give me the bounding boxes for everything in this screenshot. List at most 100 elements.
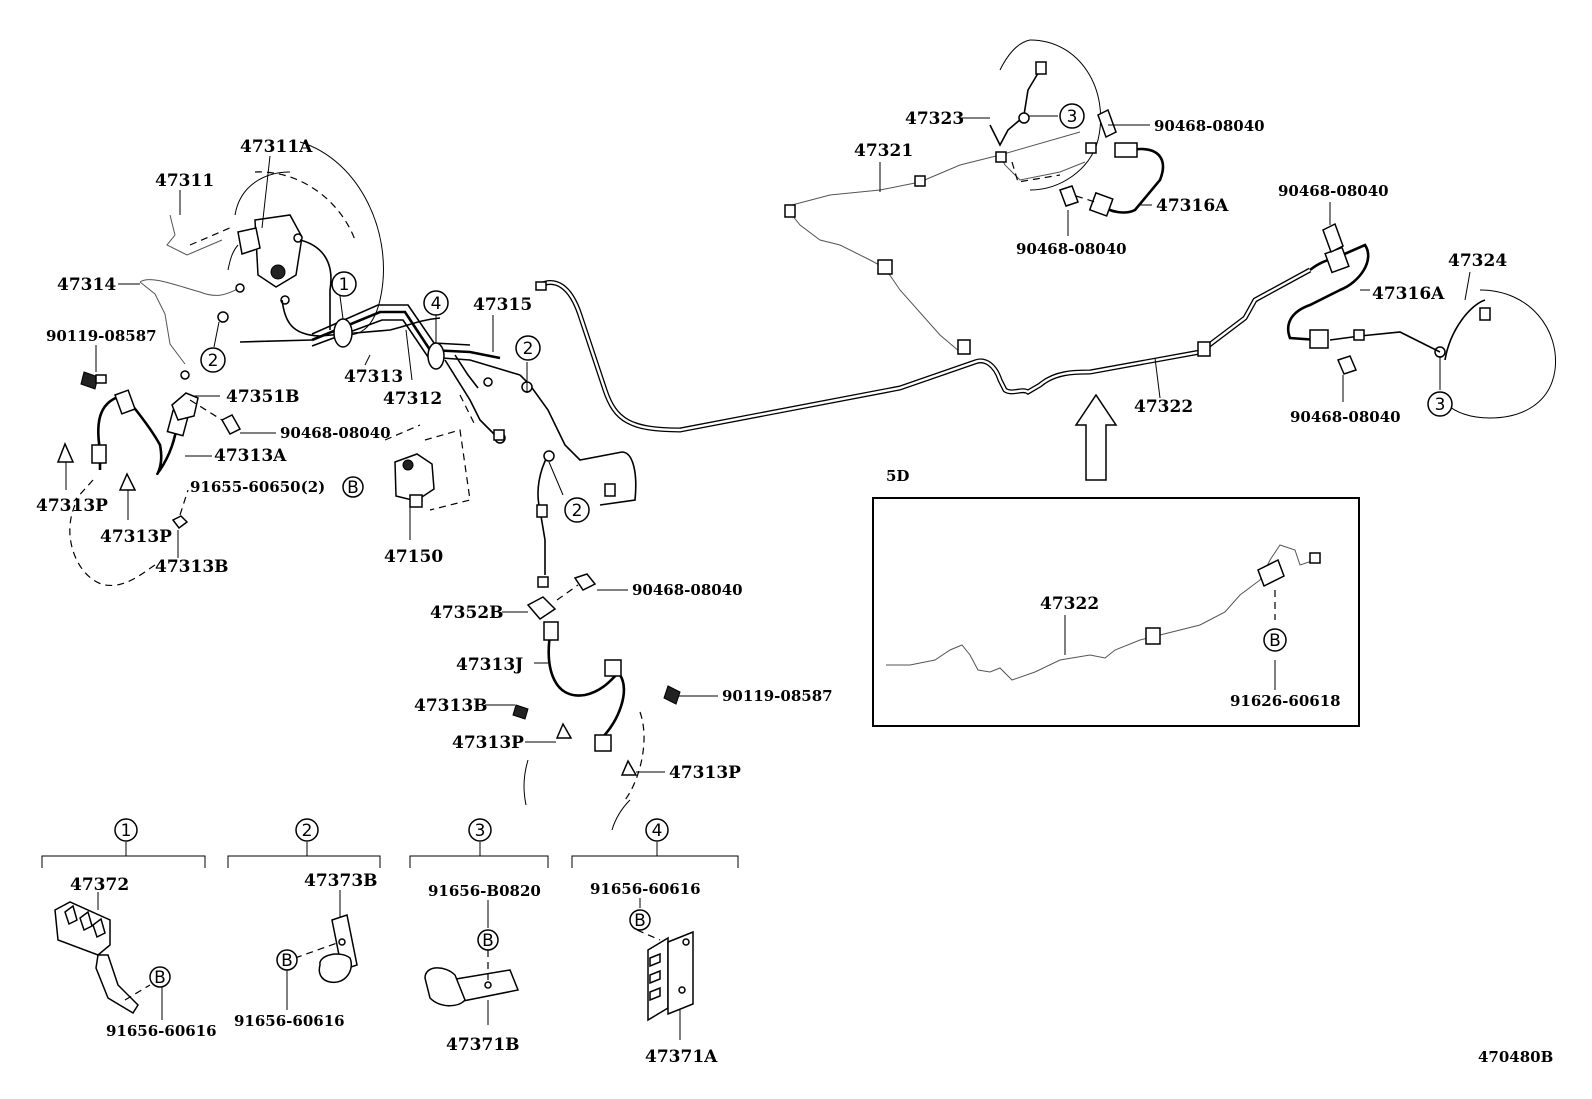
- bracket-47351b: [171, 392, 242, 530]
- label-47351b: 47351B: [226, 387, 300, 407]
- bundle-clamp-4: [427, 342, 445, 370]
- detail-4-label-91656: 91656-60616: [590, 880, 701, 898]
- svg-text:4: 4: [652, 821, 663, 841]
- line-47321: [784, 131, 1097, 355]
- pipe-fittings: [493, 281, 1211, 588]
- svg-text:1: 1: [121, 821, 132, 841]
- detail-b-4: B: [629, 909, 651, 931]
- callout-circle-3b: 3: [1427, 391, 1453, 417]
- svg-text:3: 3: [1435, 395, 1446, 415]
- detail-3-label-47371b: 47371B: [446, 1035, 520, 1055]
- callout-circle-b-91655: B: [342, 476, 364, 498]
- label-47313a: 47313A: [214, 446, 287, 466]
- front-caliper: [237, 214, 303, 305]
- svg-text:B: B: [154, 968, 166, 988]
- rear-flex-hose-47316a-lower: [1286, 222, 1441, 375]
- inset-label-47322: 47322: [1040, 594, 1099, 614]
- label-47311a: 47311A: [240, 137, 313, 157]
- detail-1-label-47372: 47372: [70, 875, 129, 895]
- svg-text:B: B: [347, 478, 359, 498]
- rear-flex-hose-47316a-upper: [1059, 108, 1165, 217]
- label-47321: 47321: [854, 141, 913, 161]
- callout-circle-b-inset: B: [1263, 628, 1287, 652]
- svg-text:B: B: [281, 951, 293, 971]
- detail-header-1: 1: [114, 818, 138, 842]
- detail-3-label-91656: 91656-B0820: [428, 882, 541, 900]
- leader-lines: [65, 115, 1471, 773]
- bolt-90119-front: [80, 371, 107, 390]
- inset-5d-box: [872, 497, 1360, 727]
- label-47316a-b: 47316A: [1372, 284, 1445, 304]
- line-47315: [519, 267, 1312, 575]
- callout-circle-3a: 3: [1059, 103, 1085, 129]
- detail-2-label-91656: 91656-60616: [234, 1012, 345, 1030]
- rear-right-backing-plate: [989, 39, 1102, 191]
- detail-header-4: 4: [645, 818, 669, 842]
- label-47313b-a: 47313B: [155, 557, 229, 577]
- detail-header-3: 3: [468, 818, 492, 842]
- detail-b-1: B: [149, 966, 171, 988]
- label-47315: 47315: [473, 295, 532, 315]
- svg-text:2: 2: [572, 501, 583, 521]
- callout-circle-2a: 2: [200, 347, 226, 373]
- detail-header-2: 2: [295, 818, 319, 842]
- svg-text:1: 1: [339, 275, 350, 295]
- label-90468-rear-d: 90468-08040: [1290, 408, 1401, 426]
- inset-title: 5D: [886, 467, 909, 485]
- label-47313p-a: 47313P: [36, 496, 108, 516]
- detail-4-label-47371a: 47371A: [645, 1047, 718, 1067]
- label-90468-front: 90468-08040: [280, 424, 391, 442]
- callout-circle-1: 1: [331, 271, 357, 297]
- label-47313j: 47313J: [456, 655, 523, 675]
- svg-text:2: 2: [302, 821, 313, 841]
- inset-arrow: [1074, 393, 1118, 481]
- detail-bracket-4: [571, 842, 739, 1040]
- detail-bracket-2: [227, 842, 381, 1010]
- label-47312: 47312: [383, 389, 442, 409]
- svg-text:B: B: [482, 931, 494, 951]
- label-90119-front: 90119-08587: [46, 327, 157, 345]
- svg-text:2: 2: [523, 339, 534, 359]
- callout-circle-2b: 2: [515, 335, 541, 361]
- detail-bracket-3: [409, 842, 549, 1025]
- callout-circle-4: 4: [423, 290, 449, 316]
- label-47313b-b: 47313B: [414, 696, 488, 716]
- label-90468-rear-b: 90468-08040: [1016, 240, 1127, 258]
- figure-code: 470480B: [1478, 1048, 1553, 1066]
- center-flex-hose-47313j: [512, 573, 681, 831]
- label-47314: 47314: [57, 275, 116, 295]
- inset-label-91626: 91626-60618: [1230, 692, 1341, 710]
- inset-line-47322: [886, 544, 1321, 690]
- rear-left-backing-plate: [1434, 289, 1557, 419]
- line-47314: [139, 279, 245, 380]
- svg-text:4: 4: [431, 294, 442, 314]
- proportioning-valve: [384, 394, 476, 511]
- detail-b-2: B: [276, 949, 298, 971]
- label-47323: 47323: [905, 109, 964, 129]
- label-47313p-c: 47313P: [452, 733, 524, 753]
- label-47324: 47324: [1448, 251, 1507, 271]
- svg-text:B: B: [1269, 631, 1281, 651]
- line-47311: [166, 214, 233, 256]
- label-47311: 47311: [155, 171, 214, 191]
- label-47150: 47150: [384, 547, 443, 567]
- svg-text:2: 2: [208, 351, 219, 371]
- label-90468-rear-a: 90468-08040: [1154, 117, 1265, 135]
- label-47313p-d: 47313P: [669, 763, 741, 783]
- detail-2-label-47373b: 47373B: [304, 871, 378, 891]
- bundle-clamp-1: [333, 318, 353, 348]
- svg-text:3: 3: [1067, 107, 1078, 127]
- label-47322: 47322: [1134, 397, 1193, 417]
- label-47313: 47313: [344, 367, 403, 387]
- label-90468-rear-c: 90468-08040: [1278, 182, 1389, 200]
- detail-bracket-1: [41, 842, 206, 1020]
- callout-circle-2c: 2: [564, 497, 590, 523]
- label-90468-center: 90468-08040: [632, 581, 743, 599]
- detail-1-label-91656: 91656-60616: [106, 1022, 217, 1040]
- label-47316a-a: 47316A: [1156, 196, 1229, 216]
- svg-text:B: B: [634, 911, 646, 931]
- svg-text:3: 3: [475, 821, 486, 841]
- label-91655: 91655-60650(2): [190, 478, 325, 496]
- label-47313p-b: 47313P: [100, 527, 172, 547]
